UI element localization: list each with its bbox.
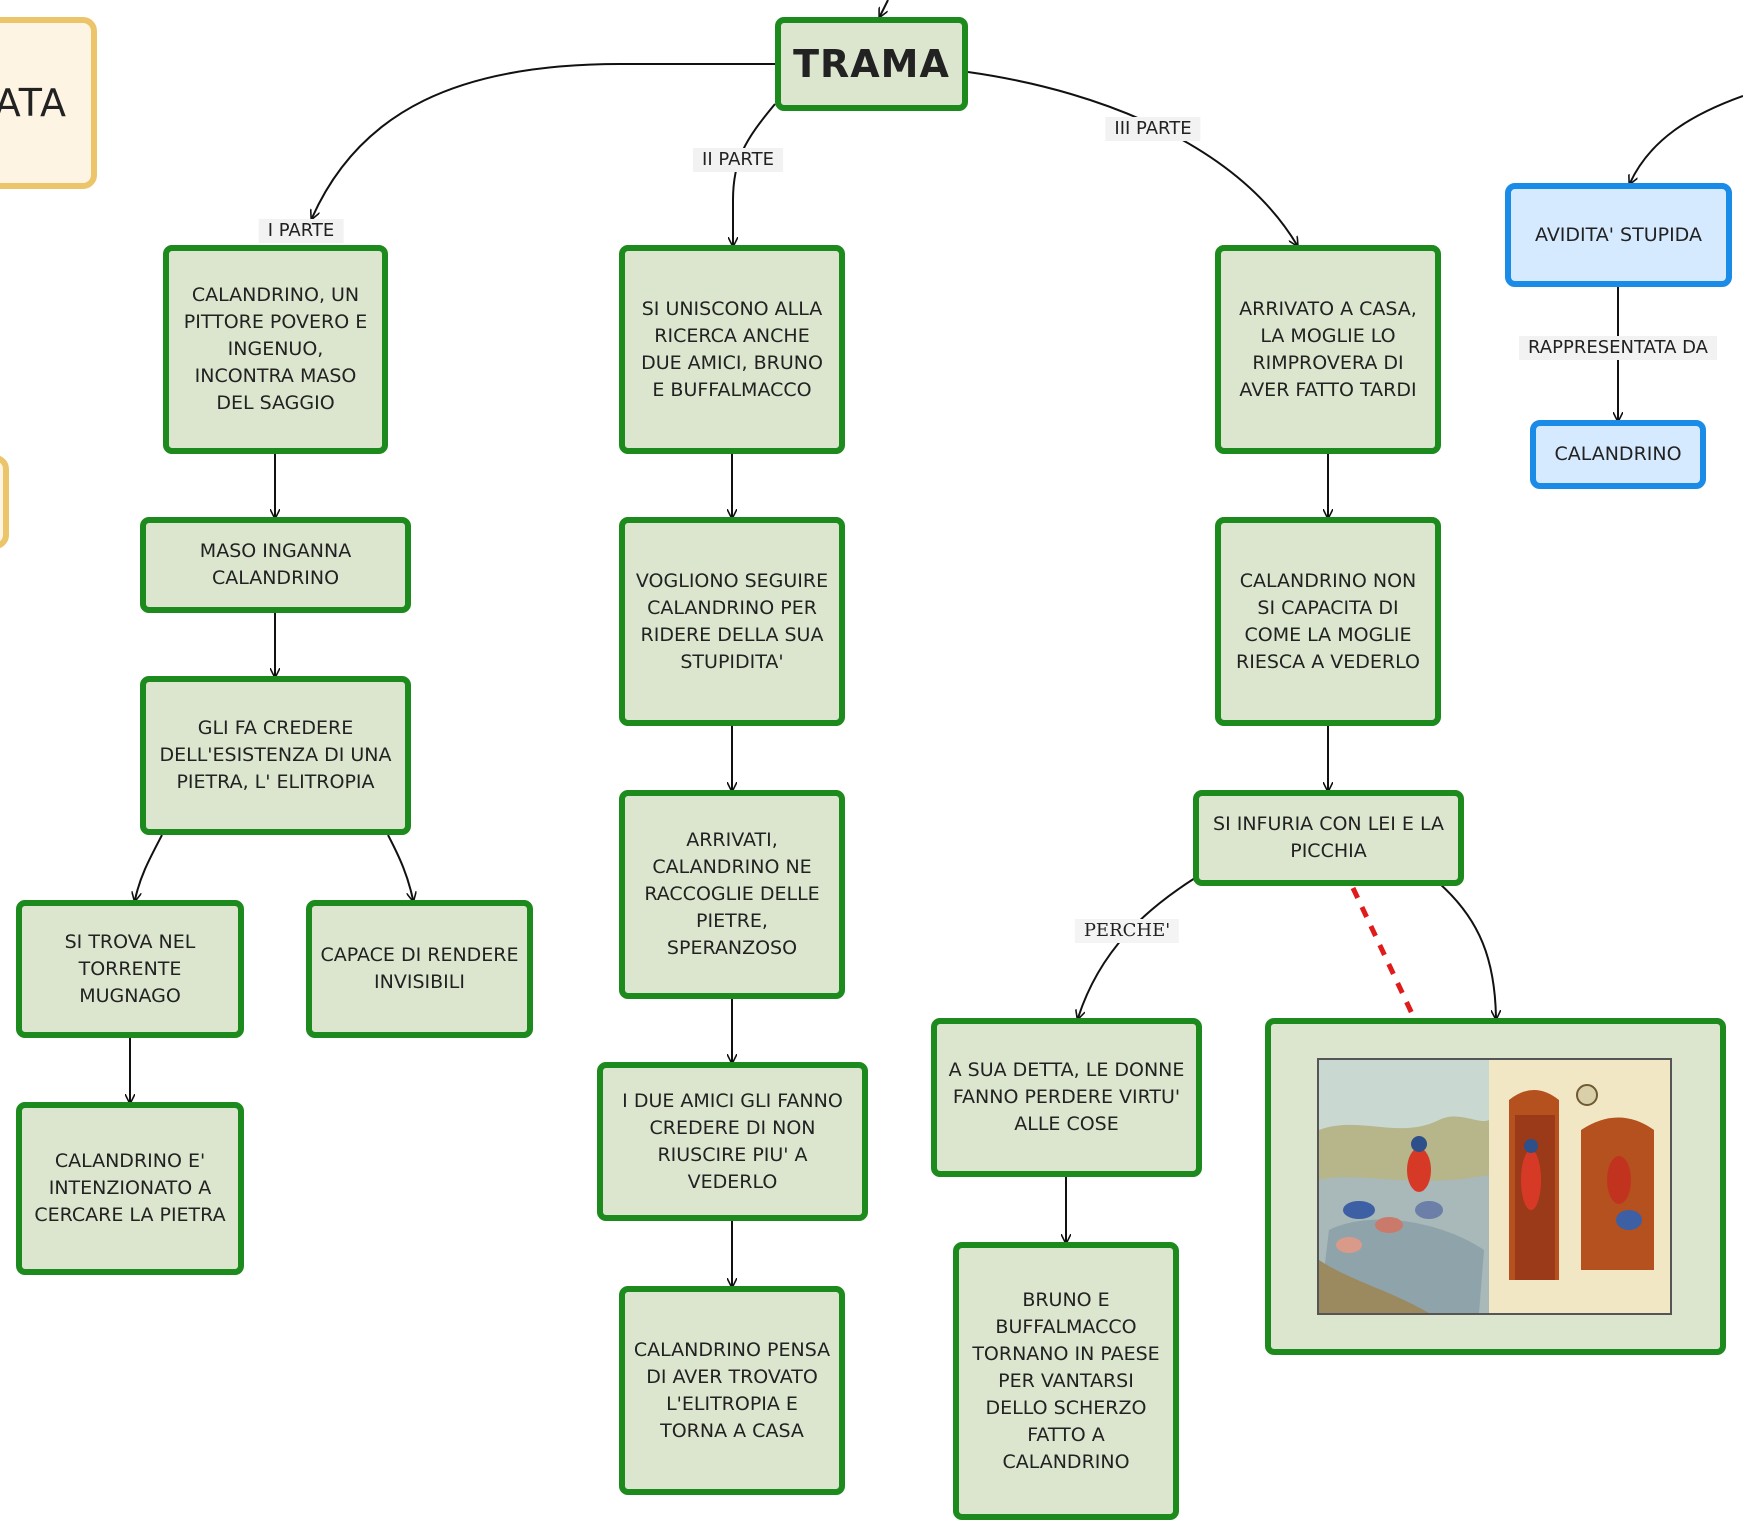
node-text: AVIDITA' STUPIDA — [1535, 223, 1702, 246]
part1-node-torrente-mugnago[interactable]: SI TROVA NEL TORRENTE MUGNAGO — [16, 900, 244, 1038]
part1-node-calandrino-meets-maso[interactable]: CALANDRINO, UN PITTORE POVERO E INGENUO,… — [163, 245, 388, 454]
miniature-painting-icon — [1319, 1060, 1670, 1313]
part1-node-search-stone[interactable]: CALANDRINO E' INTENZIONATO A CERCARE LA … — [16, 1102, 244, 1275]
link-trama-part2 — [733, 103, 776, 245]
part3-node-friends-boast[interactable]: BRUNO E BUFFALMACCO TORNANO IN PAESE PER… — [953, 1242, 1179, 1520]
node-text: SI UNISCONO ALLA RICERCA ANCHE DUE AMICI… — [641, 297, 823, 401]
theme-node-avidita-stupida[interactable]: AVIDITA' STUPIDA — [1505, 183, 1732, 287]
node-text: A SUA DETTA, LE DONNE FANNO PERDERE VIRT… — [948, 1059, 1185, 1135]
node-text: SI TROVA NEL TORRENTE MUGNAGO — [64, 930, 196, 1007]
link-p1-n3-n5 — [387, 834, 413, 900]
edge-label-part3: III PARTE — [1105, 117, 1201, 141]
dashed-link-to-image — [1350, 886, 1418, 1022]
part2-node-cannot-see-him[interactable]: I DUE AMICI GLI FANNO CREDERE DI NON RIU… — [597, 1062, 868, 1221]
offscreen-node-fragment[interactable]: IATA — [0, 17, 97, 189]
medieval-miniature-illustration — [1317, 1058, 1672, 1315]
part1-node-elitropia[interactable]: GLI FA CREDERE DELL'ESISTENZA DI UNA PIE… — [140, 676, 411, 835]
edge-label-part1: I PARTE — [258, 219, 344, 243]
part1-node-maso-deceives[interactable]: MASO INGANNA CALANDRINO — [140, 517, 411, 613]
node-text: CALANDRINO — [1554, 443, 1682, 465]
part2-node-friends-join[interactable]: SI UNISCONO ALLA RICERCA ANCHE DUE AMICI… — [619, 245, 845, 454]
part2-node-collects-stones[interactable]: ARRIVATI, CALANDRINO NE RACCOGLIE DELLE … — [619, 790, 845, 999]
trama-title: TRAMA — [793, 41, 950, 86]
node-text: CALANDRINO PENSA DI AVER TROVATO L'ELITR… — [633, 1338, 831, 1442]
part3-node-women-virtue[interactable]: A SUA DETTA, LE DONNE FANNO PERDERE VIRT… — [931, 1018, 1202, 1177]
node-text: MASO INGANNA CALANDRINO — [199, 540, 352, 589]
node-text: CAPACE DI RENDERE INVISIBILI — [320, 944, 519, 993]
part1-node-invisibility[interactable]: CAPACE DI RENDERE INVISIBILI — [306, 900, 533, 1038]
link-p1-n3-n4 — [135, 834, 163, 900]
part2-node-returns-home[interactable]: CALANDRINO PENSA DI AVER TROVATO L'ELITR… — [619, 1286, 845, 1495]
node-text: SI INFURIA CON LEI E LA PICCHIA — [1213, 813, 1444, 862]
link-into-avidita — [1630, 95, 1743, 183]
link-p3-n3-n4 — [1078, 877, 1196, 1018]
node-text: CALANDRINO, UN PITTORE POVERO E INGENUO,… — [183, 284, 368, 414]
edge-label-because: PERCHE' — [1074, 919, 1180, 943]
theme-node-calandrino[interactable]: CALANDRINO — [1530, 420, 1706, 489]
node-text: BRUNO E BUFFALMACCO TORNANO IN PAESE PER… — [972, 1288, 1160, 1473]
part3-node-beats-wife[interactable]: SI INFURIA CON LEI E LA PICCHIA — [1193, 790, 1464, 886]
edge-label-part2: II PARTE — [693, 148, 783, 172]
offscreen-node-text: IATA — [0, 80, 67, 125]
node-text: ARRIVATI, CALANDRINO NE RACCOGLIE DELLE … — [644, 829, 820, 959]
node-text: ARRIVATO A CASA, LA MOGLIE LO RIMPROVERA… — [1239, 297, 1417, 401]
link-trama-part3 — [967, 71, 1297, 245]
node-text: GLI FA CREDERE DELL'ESISTENZA DI UNA PIE… — [159, 717, 392, 793]
part3-node-wife-scolds[interactable]: ARRIVATO A CASA, LA MOGLIE LO RIMPROVERA… — [1215, 245, 1441, 454]
trama-root-node[interactable]: TRAMA — [775, 17, 968, 111]
link-p3-n3-image — [1439, 883, 1496, 1018]
node-text: I DUE AMICI GLI FANNO CREDERE DI NON RIU… — [622, 1089, 843, 1193]
node-text: CALANDRINO E' INTENZIONATO A CERCARE LA … — [34, 1150, 226, 1226]
link-trama-part1 — [312, 63, 775, 218]
edge-label-represented-by: RAPPRESENTATA DA — [1519, 336, 1717, 360]
part2-node-follow-calandrino[interactable]: VOGLIONO SEGUIRE CALANDRINO PER RIDERE D… — [619, 517, 845, 726]
link-into-trama — [880, 0, 889, 16]
node-text: CALANDRINO NON SI CAPACITA DI COME LA MO… — [1236, 569, 1420, 673]
part3-node-wife-sees-him[interactable]: CALANDRINO NON SI CAPACITA DI COME LA MO… — [1215, 517, 1441, 726]
offscreen-node-fragment-2[interactable] — [0, 455, 9, 549]
node-text: VOGLIONO SEGUIRE CALANDRINO PER RIDERE D… — [635, 569, 829, 673]
